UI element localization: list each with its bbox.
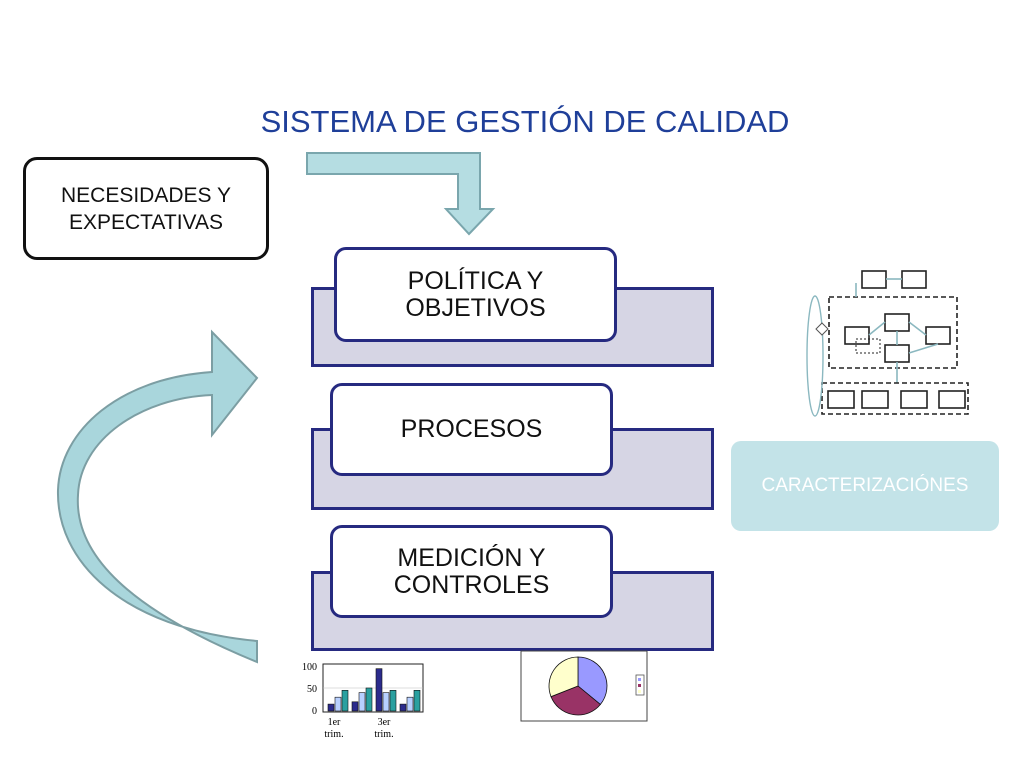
bar-s1-c2 [382, 692, 390, 712]
bar-s1-c1 [358, 692, 366, 712]
process-flowchart-icon [806, 270, 969, 417]
stage-card-policy: POLÍTICA Y OBJETIVOS [334, 247, 617, 342]
bar-s2-c0 [341, 689, 349, 712]
bar-s0-c1 [351, 701, 359, 712]
curved-feedback-arrow [56, 329, 259, 664]
bar-y-tick-100: 100 [302, 662, 317, 673]
bar-s0-c3 [399, 703, 407, 712]
pie-slice-1 [550, 685, 601, 716]
needs-expectations-box: NECESIDADES Y EXPECTATIVAS [23, 157, 269, 260]
bar-y-tick-0: 0 [312, 706, 317, 717]
bar-s0-c0 [327, 703, 335, 712]
bar-s2-c3 [413, 689, 421, 712]
characterization-box: CARACTERIZACIÓNES [731, 441, 999, 531]
pie-chart-thumbnail [520, 650, 648, 722]
bar-s1-c3 [406, 696, 414, 712]
bar-s2-c2 [389, 689, 397, 712]
stage-card-processes: PROCESOS [330, 383, 613, 476]
bar-y-tick-50: 50 [307, 684, 317, 695]
bent-down-arrow [306, 152, 496, 236]
bar-s1-c0 [334, 696, 342, 712]
bar-s0-c2 [375, 668, 383, 712]
pie-slice-0 [577, 656, 608, 706]
stage-card-measurement: MEDICIÓN Y CONTROLES [330, 525, 613, 618]
page-title: SISTEMA DE GESTIÓN DE CALIDAD [260, 104, 790, 139]
bar-s2-c1 [365, 687, 373, 712]
pie-slice-2 [548, 656, 579, 698]
